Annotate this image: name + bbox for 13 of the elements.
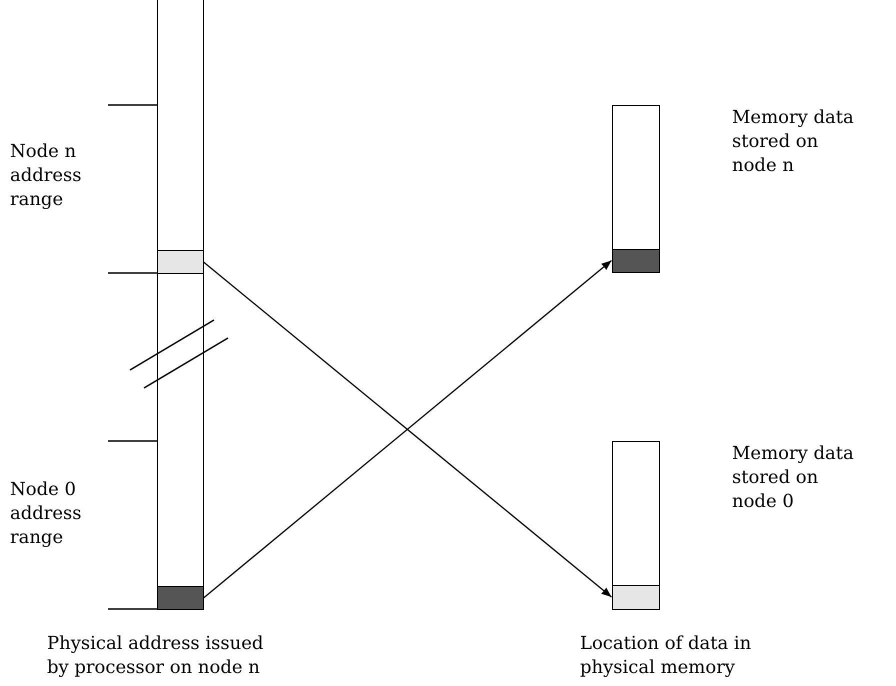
memory-column [612, 105, 660, 273]
memory-label: Memory data stored on node n [732, 106, 855, 178]
address-column [157, 0, 204, 610]
highlighted-address-cell [156, 250, 204, 274]
shaded-memory-cell [612, 248, 660, 272]
memory-label: Memory data stored on node 0 [732, 442, 855, 514]
highlighted-memory-cell [612, 584, 660, 610]
caption-text: Physical address issued by processor on node n [47, 632, 264, 680]
range-label: Node n address range [10, 140, 83, 212]
memory-column [612, 441, 660, 610]
range-label: Node 0 address range [10, 478, 83, 550]
caption-text: Location of data in physical memory [580, 632, 752, 680]
shaded-address-cell [156, 586, 204, 610]
